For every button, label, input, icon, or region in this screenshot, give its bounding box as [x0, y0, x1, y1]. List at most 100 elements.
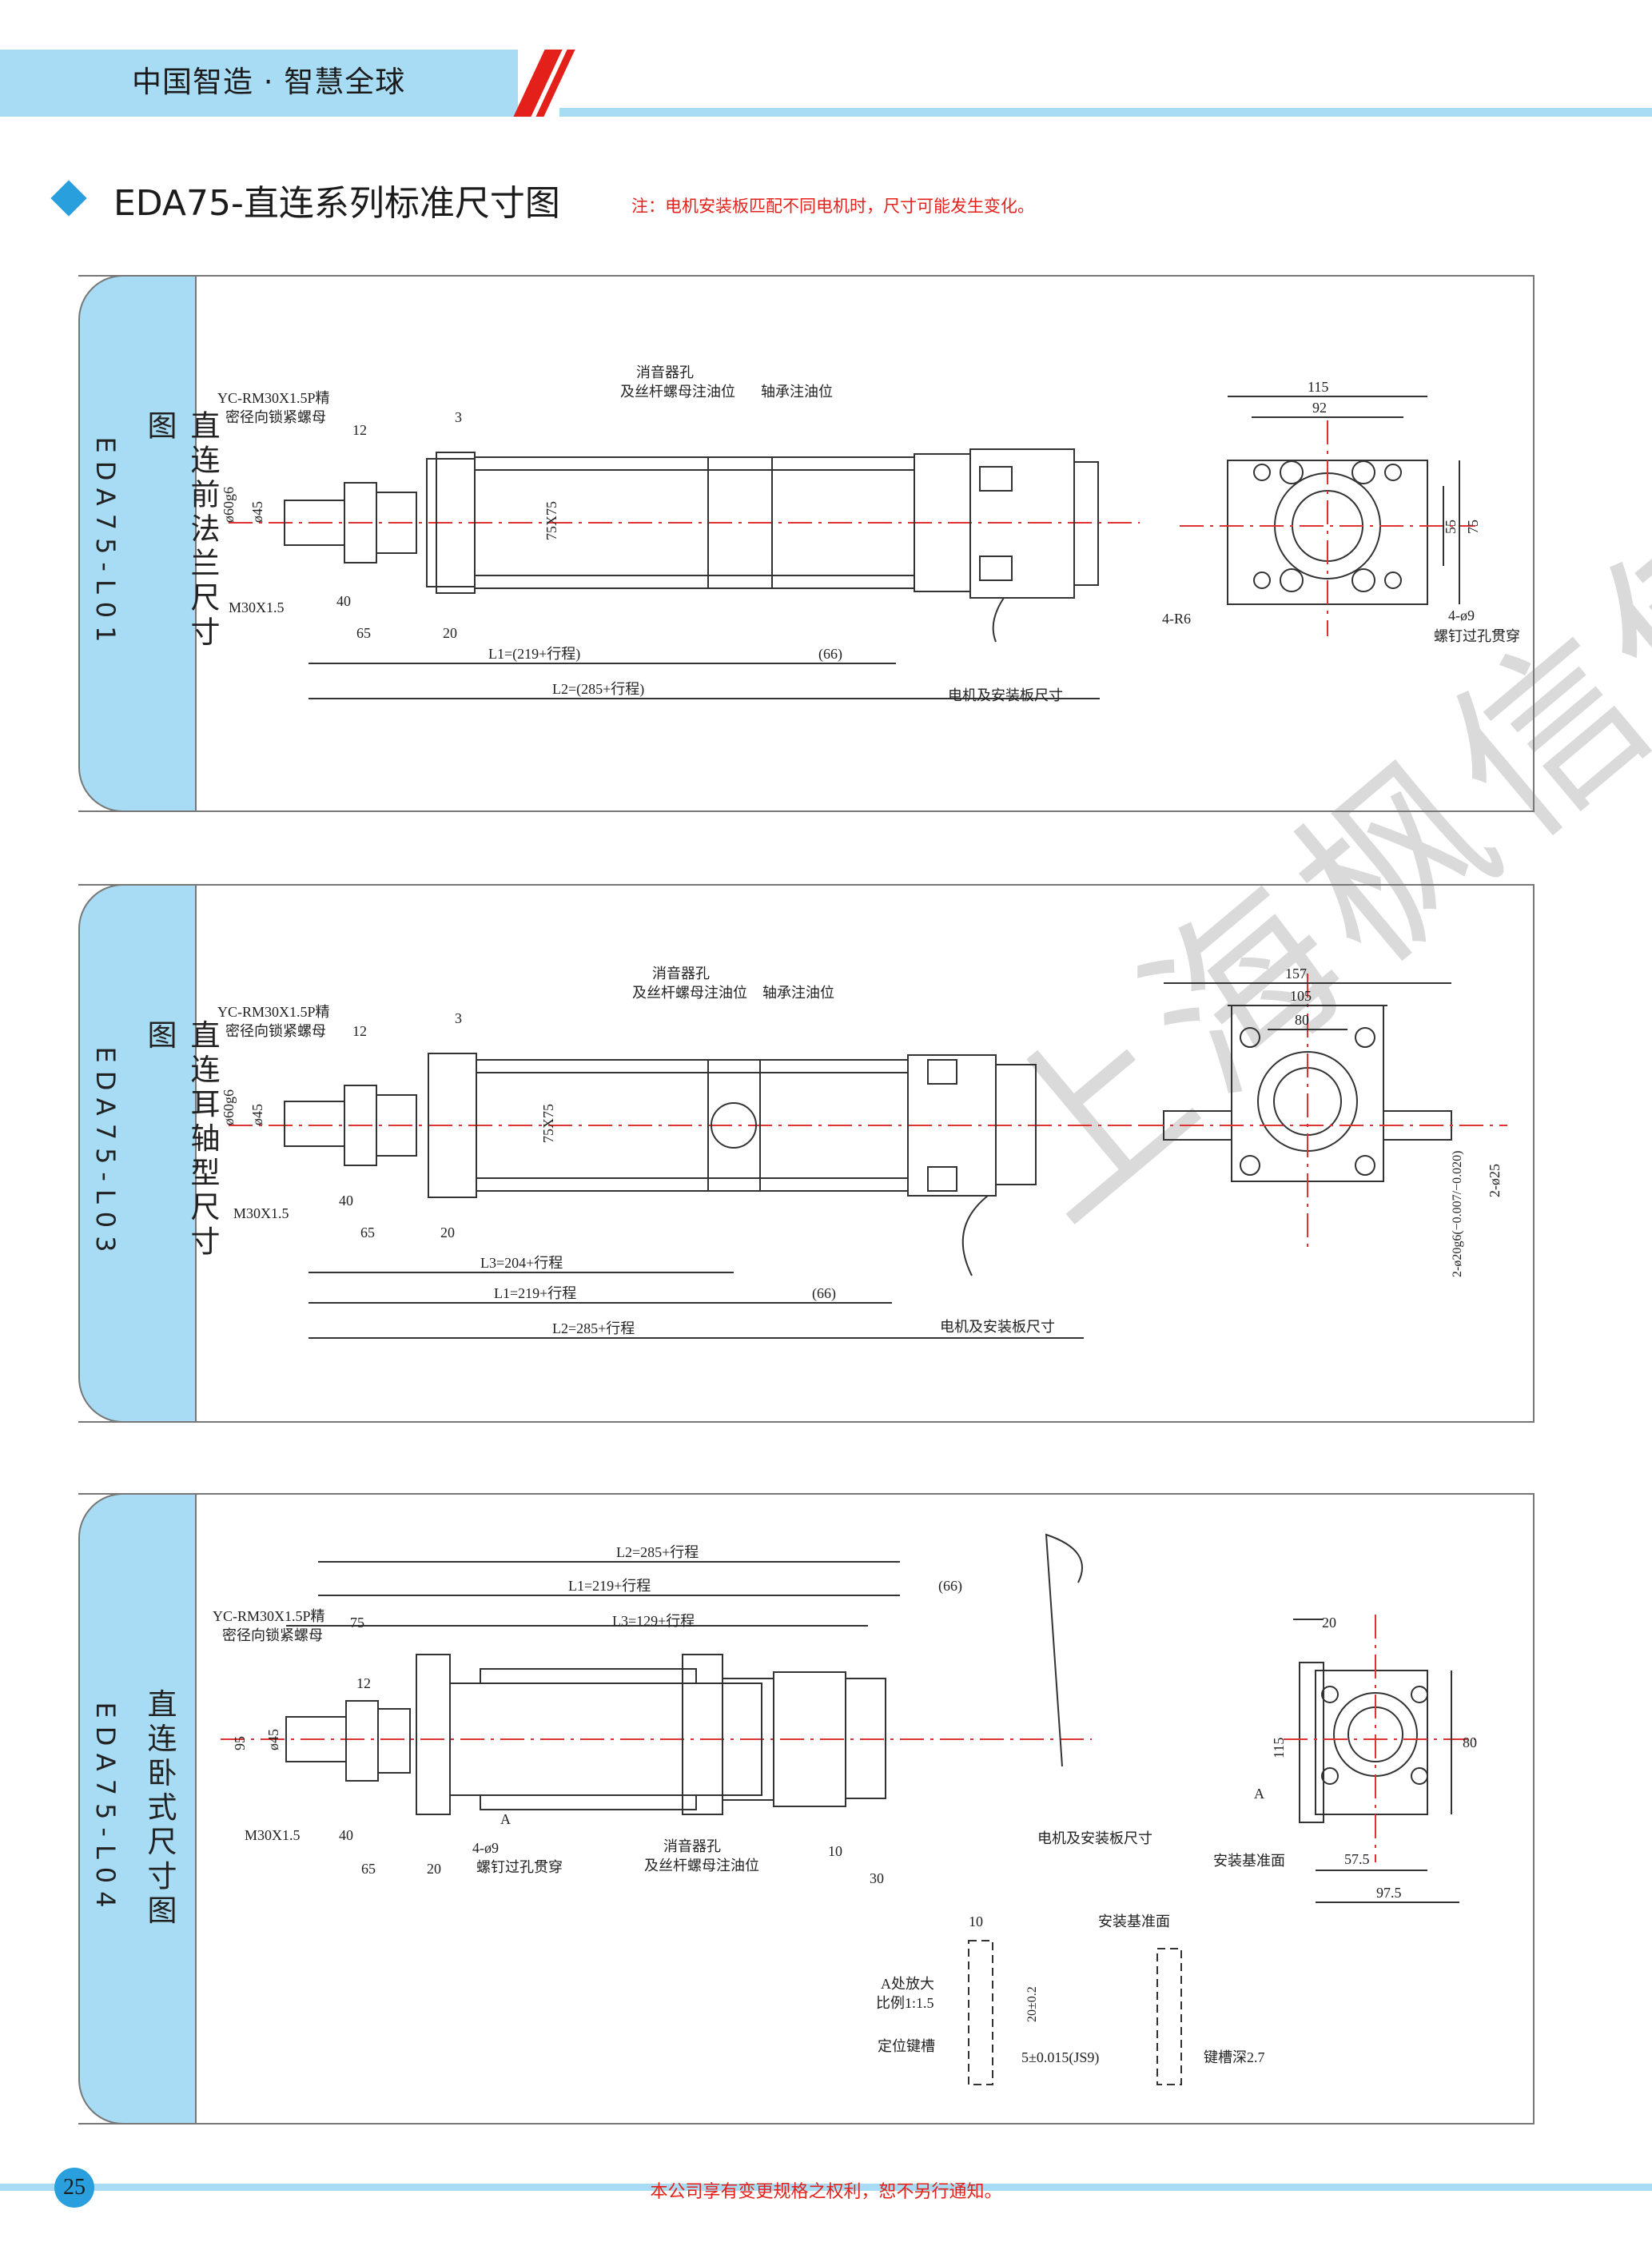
label-r6: 4-R6 [1162, 611, 1191, 627]
footer-line [0, 2184, 1652, 2191]
panel-code: EDA75-L03 [90, 1046, 121, 1260]
label-20b-tol: 20±0.2 [1025, 1986, 1039, 2022]
page-note: 注：电机安装板匹配不同电机时，尺寸可能发生变化。 [631, 197, 1034, 216]
label-40: 40 [336, 593, 351, 609]
label-a2: A [1254, 1786, 1264, 1802]
drawing-trunnion: YC-RM30X1.5P精 密径向锁紧螺母 12 3 消音器孔 及丝杆螺母注油位… [217, 966, 1507, 1339]
label-12: 12 [352, 1023, 367, 1039]
label-40: 40 [339, 1827, 353, 1843]
label-thread: M30X1.5 [233, 1205, 289, 1221]
label-l3: L3=204+行程 [480, 1255, 563, 1271]
panel-code: EDA75-L04 [90, 1702, 121, 1916]
label-muffler2: 及丝杆螺母注油位 [632, 985, 747, 1001]
footer-text: 本公司享有变更规格之权利，恕不另行通知。 [650, 2182, 1002, 2202]
panel-tab-2: 直连耳轴型尺寸图 EDA75-L03 [78, 884, 220, 1423]
label-h9: 4-ø9 [1448, 607, 1475, 623]
label-bearing-oil: 轴承注油位 [761, 384, 833, 400]
label-motor-plate: 电机及安装板尺寸 [948, 687, 1063, 703]
label-muffler: 消音器孔 [652, 966, 710, 982]
label-80: 80 [1463, 1734, 1477, 1750]
header-line [559, 108, 1652, 117]
label-mount-ref-2: 安装基准面 [1098, 1913, 1170, 1929]
label-phi20: 2-ø20g6(−0.007/−0.020) [1451, 1151, 1464, 1277]
drawing-horizontal: YC-RM30X1.5P精 密径向锁紧螺母 75 12 L2=285+行程 L1… [213, 1533, 1477, 2085]
label-scale: 比例1:1.5 [876, 1995, 934, 2011]
label-115: 115 [1308, 379, 1328, 395]
label-92: 92 [1312, 400, 1327, 416]
panel-name-cn: 直连前法兰尺寸图 [142, 410, 220, 651]
label-66: (66) [812, 1285, 836, 1302]
label-20: 20 [427, 1861, 441, 1877]
label-motor-plate: 电机及安装板尺寸 [940, 1319, 1055, 1335]
label-55: 55 [1443, 520, 1459, 534]
label-12: 12 [356, 1675, 371, 1691]
label-20: 20 [440, 1225, 455, 1240]
label-105: 105 [1290, 988, 1312, 1004]
label-bearing-oil: 轴承注油位 [762, 985, 834, 1001]
label-phi45: ø45 [249, 501, 265, 523]
label-nut: YC-RM30X1.5P精 [217, 390, 330, 406]
label-mount-ref: 安装基准面 [1213, 1853, 1285, 1869]
panel-tab-1: 直连前法兰尺寸图 EDA75-L01 [78, 275, 220, 812]
label-phi45: ø45 [249, 1104, 265, 1125]
label-nut2: 密径向锁紧螺母 [222, 1627, 323, 1643]
label-hole-through: 螺钉过孔贯穿 [476, 1859, 563, 1875]
label-phi60: ø60g6 [221, 487, 237, 523]
label-nut: YC-RM30X1.5P精 [217, 1004, 330, 1020]
label-phi25: 2-ø25 [1487, 1164, 1503, 1197]
panel-trunnion [78, 884, 1535, 1423]
label-phi60: ø60g6 [221, 1089, 237, 1125]
panel-code: EDA75-L01 [90, 436, 121, 651]
label-key-slot: 定位键槽 [878, 2038, 935, 2054]
label-l1: L1=219+行程 [494, 1285, 576, 1301]
label-thread: M30X1.5 [229, 599, 285, 615]
panel-front-flange [78, 275, 1535, 812]
header-bar [0, 50, 518, 117]
label-sq: 75X75 [540, 1104, 556, 1143]
label-66: (66) [818, 646, 842, 663]
header-slogan: 中国智造 · 智慧全球 [132, 65, 406, 99]
page-title: EDA75-直连系列标准尺寸图 [113, 183, 560, 224]
label-157: 157 [1285, 966, 1307, 982]
label-js9: 5±0.015(JS9) [1021, 2049, 1099, 2066]
label-l2: L2=(285+行程) [552, 681, 644, 698]
title-diamond-icon [50, 180, 87, 217]
label-sq: 75X75 [543, 501, 559, 540]
label-3: 3 [455, 409, 462, 425]
panel-tab-3: 直连卧式尺寸图 EDA75-L04 [78, 1493, 197, 2125]
label-115: 115 [1271, 1738, 1287, 1758]
label-95: 95 [232, 1736, 248, 1750]
label-l1: L1=219+行程 [568, 1578, 651, 1594]
label-h9: 4-ø9 [472, 1840, 499, 1856]
label-65: 65 [361, 1861, 376, 1877]
label-975: 97.5 [1376, 1885, 1402, 1901]
label-20b: 20 [1322, 1615, 1336, 1631]
label-10b: 10 [969, 1913, 983, 1929]
label-l3: L3=129+行程 [612, 1613, 695, 1629]
label-l2: L2=285+行程 [552, 1320, 635, 1336]
label-muffler2: 及丝杆螺母注油位 [620, 384, 735, 400]
label-motor-plate: 电机及安装板尺寸 [1037, 1830, 1152, 1846]
label-575: 57.5 [1344, 1851, 1370, 1867]
label-10: 10 [828, 1843, 842, 1859]
label-thread: M30X1.5 [245, 1827, 301, 1843]
label-75: 75 [1465, 520, 1481, 534]
label-a: A [500, 1811, 511, 1827]
label-nut2: 密径向锁紧螺母 [225, 1023, 326, 1039]
label-75: 75 [350, 1615, 364, 1631]
label-3: 3 [455, 1010, 462, 1026]
label-66: (66) [938, 1578, 962, 1595]
label-30: 30 [870, 1870, 884, 1886]
label-key-depth: 键槽深2.7 [1204, 2049, 1265, 2065]
label-65: 65 [360, 1225, 375, 1240]
label-l1: L1=(219+行程) [488, 646, 580, 663]
label-65: 65 [356, 625, 371, 641]
label-detail-a: A处放大 [881, 1976, 934, 1992]
drawing-front-flange: YC-RM30X1.5P精 密径向锁紧螺母 12 3 消音器孔 及丝杆螺母注油位… [217, 364, 1520, 703]
panel-name-cn: 直连卧式尺寸图 [142, 1688, 177, 1929]
panel-name-cn: 直连耳轴型尺寸图 [142, 1019, 220, 1260]
label-12: 12 [352, 422, 367, 438]
panel-horizontal [78, 1493, 1535, 2125]
label-80: 80 [1295, 1012, 1309, 1028]
label-20: 20 [443, 625, 457, 641]
